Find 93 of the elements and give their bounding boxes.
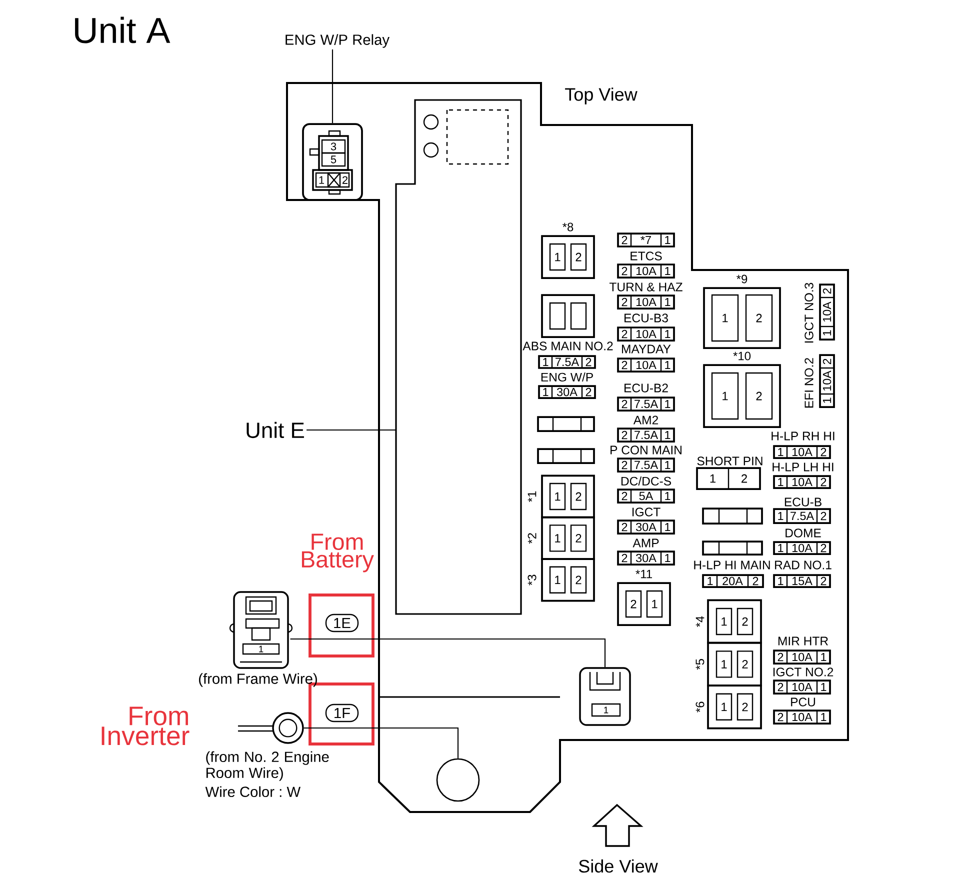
- node-label: *9: [736, 274, 748, 284]
- node-label: IGCT NO.3: [804, 282, 814, 343]
- relay: 1 2 *9: [703, 274, 781, 349]
- fuse: AMP 2 30A 1: [617, 538, 675, 566]
- fuse: H-LP HI MAIN 1 20A 2: [694, 560, 770, 588]
- fuse: RAD NO.1 1 15A 2: [773, 560, 832, 588]
- fuse: MAYDAY 2 10A 1: [617, 344, 675, 372]
- leader-line: [306, 429, 396, 431]
- fuse: AM2 2 7.5A 1: [617, 416, 675, 442]
- view-label: Side View: [578, 859, 658, 873]
- module-outline: [395, 99, 522, 615]
- node-label: ECU-B3: [624, 314, 668, 322]
- empty-fuse-slot: [537, 416, 595, 432]
- node-label: ENG W/P: [541, 372, 593, 382]
- node-label: EFI NO.2: [804, 358, 814, 408]
- fuse: ECU-B2 2 7.5A 1: [617, 384, 675, 412]
- node-label: *8: [562, 222, 574, 232]
- node-label: *1: [528, 491, 536, 502]
- short-pin: SHORT PIN 1 2: [696, 456, 762, 490]
- fuse: P CON MAIN 2 7.5A 1: [610, 446, 682, 472]
- node-label: PCU: [791, 698, 816, 706]
- relay-connector: 3 5 1 2: [302, 123, 363, 201]
- node-label: DOME: [786, 528, 821, 538]
- node-label: AMP: [632, 538, 659, 548]
- node-label: MIR HTR: [778, 636, 828, 646]
- fuse: H-LP RH HI 1 10A 2: [772, 432, 834, 459]
- node-label: Wire Color : W: [205, 786, 301, 798]
- relay: 1 2 *3: [528, 558, 595, 602]
- connector-drawing: 1: [579, 667, 631, 726]
- fuse: ENG W/P 1 30A 2: [538, 372, 596, 399]
- node-label: MAYDAY: [622, 344, 671, 354]
- fuse: ABS MAIN NO.2 1 7.5A 2: [522, 342, 613, 369]
- relay: 1 2 *4: [696, 599, 762, 644]
- node-label: H-LP RH HI: [772, 432, 834, 440]
- node-label: ECU-B: [784, 498, 822, 506]
- node-label: *5: [696, 659, 704, 670]
- bolt-circle: [436, 758, 480, 802]
- relay: 2 1 *11: [617, 570, 671, 626]
- node-label: DC/DC-S: [621, 476, 672, 486]
- fuse: MIR HTR 2 10A 1: [773, 636, 831, 664]
- wire-line: [304, 727, 459, 758]
- fuse: PCU 2 10A 1: [773, 698, 831, 724]
- empty-relay-slot: [541, 294, 595, 338]
- fuse: DC/DC-S 2 5A 1: [617, 476, 675, 504]
- fuse: H-LP LH HI 1 10A 2: [772, 462, 834, 489]
- node-label: TURN & HAZ: [609, 282, 682, 292]
- node-label: ECU-B2: [624, 384, 668, 392]
- empty-fuse-slot: [702, 540, 763, 556]
- node-label: H-LP LH HI: [772, 462, 834, 472]
- node-label: SHORT PIN: [697, 456, 762, 466]
- node-label: AM2: [633, 416, 658, 424]
- relay: 1 2 *10: [703, 352, 781, 428]
- relay: 1 2 *8: [541, 222, 595, 279]
- fuse: DOME 1 10A 2: [773, 528, 831, 555]
- connector-drawing: 1: [229, 591, 293, 669]
- node-label: *4: [696, 616, 704, 627]
- relay: 1 2 *5: [696, 642, 762, 686]
- relay: 1 2 *6: [696, 684, 762, 730]
- edge-label: 1F: [325, 704, 359, 722]
- node-label: ABS MAIN NO.2: [522, 342, 613, 350]
- callout-label: ENG W/P Relay: [286, 34, 390, 48]
- node-label: *3: [528, 574, 536, 586]
- edge-label: 1E: [325, 614, 359, 632]
- node-label: *6: [696, 702, 704, 712]
- node-label: RAD NO.1: [775, 560, 832, 570]
- relay: 1 2 *1: [528, 474, 595, 518]
- node-label: *11: [636, 570, 652, 578]
- fuse: ETCS 2 10A 1: [617, 252, 675, 278]
- fuse: ECU-B 1 7.5A 2: [773, 498, 831, 524]
- fuse: 2 *7 1: [617, 232, 675, 248]
- node-label: ETCS: [630, 252, 662, 260]
- annotation-text: From Inverter: [102, 706, 190, 746]
- view-label: Top View: [565, 88, 638, 104]
- node-label: IGCT: [632, 508, 660, 516]
- fuse: IGCT 2 30A 1: [617, 508, 675, 534]
- title: Unit A: [75, 16, 170, 44]
- node-label: (from No. 2 Engine Room Wire): [206, 751, 329, 781]
- node-label: *10: [733, 352, 751, 360]
- callout-label: Unit E: [246, 422, 304, 438]
- node-label: IGCT NO.2: [773, 668, 834, 676]
- wire-line: [290, 638, 606, 668]
- annotation-text: From Battery: [302, 534, 374, 572]
- empty-fuse-slot: [537, 448, 595, 464]
- fuse: IGCT NO.2 2 10A 1: [773, 668, 834, 694]
- node-label: H-LP HI MAIN: [694, 560, 770, 570]
- node-label: *2: [528, 533, 536, 544]
- leader-line: [332, 49, 334, 124]
- fuse: ECU-B3 2 10A 1: [617, 314, 675, 342]
- node-label: (from Frame Wire): [199, 673, 317, 687]
- fuse: TURN & HAZ 2 10A 1: [609, 282, 682, 310]
- empty-fuse-slot: [702, 508, 763, 524]
- node-label: P CON MAIN: [610, 446, 682, 454]
- relay: 1 2 *2: [528, 516, 595, 560]
